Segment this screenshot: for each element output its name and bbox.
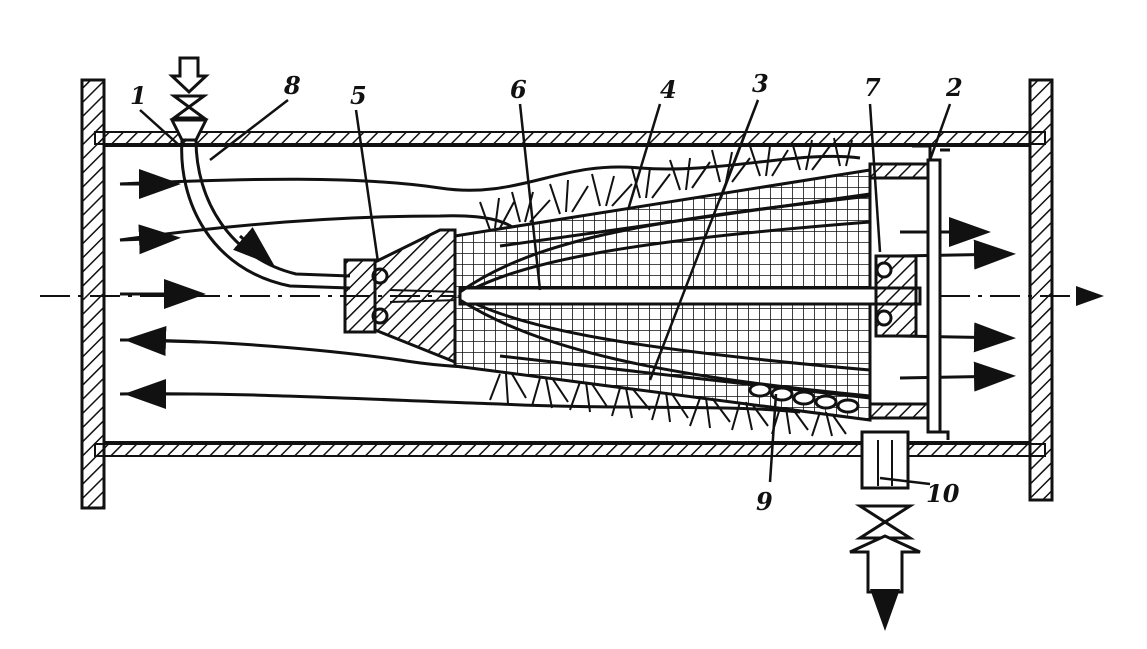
- sludge-spiral: [748, 382, 860, 414]
- label-7: 7: [864, 73, 881, 102]
- part-labels: 1 8 5 6 4 3 7 2 9 10: [130, 69, 963, 516]
- feed-pipe: [180, 139, 351, 290]
- valve-icon: [854, 504, 916, 540]
- valve-icon: [169, 94, 209, 120]
- flow-line: [119, 392, 801, 414]
- brushes: [479, 137, 853, 437]
- inlet-valve-assembly: [168, 56, 351, 290]
- right-end-assembly: [868, 144, 950, 440]
- drain-outlet: [849, 430, 921, 631]
- label-2: 2: [945, 73, 963, 102]
- right-flange: [1028, 78, 1054, 502]
- bearing-icon: [875, 261, 893, 279]
- label-9: 9: [756, 487, 773, 516]
- lower-brush-bristles: [489, 373, 847, 437]
- inlet-arrow-icon: [168, 56, 210, 95]
- leader-lines: [139, 99, 952, 486]
- outlet-flow-line: [899, 239, 1016, 270]
- flow-line: [119, 154, 861, 192]
- drain-arrow-icon: [849, 534, 921, 594]
- label-4: 4: [660, 75, 677, 104]
- flow-line: [124, 326, 201, 357]
- bearing-icon: [875, 309, 893, 327]
- outlet-flow-line: [899, 322, 1016, 353]
- label-6: 6: [510, 75, 527, 104]
- label-8: 8: [283, 71, 301, 100]
- nozzle-body: [373, 228, 457, 365]
- label-10: 10: [926, 479, 960, 508]
- label-3: 3: [752, 69, 769, 98]
- flow-line: [119, 224, 181, 255]
- filter-drum: [453, 168, 922, 422]
- label-5: 5: [350, 81, 367, 110]
- bearing-housing-left: [343, 228, 461, 365]
- label-1: 1: [130, 81, 147, 110]
- drive-shaft: [458, 286, 922, 306]
- left-flange: [80, 78, 106, 510]
- outlet-flow-line: [899, 361, 1016, 392]
